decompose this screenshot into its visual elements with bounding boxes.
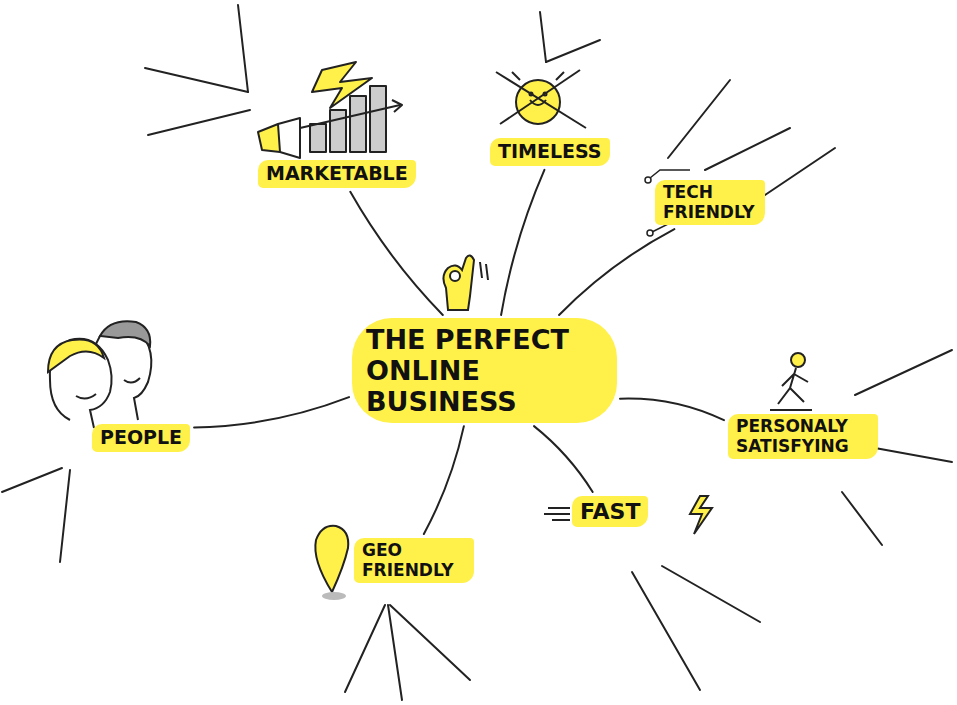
- central-topic: THE PERFECT ONLINE BUSINESS: [352, 318, 617, 423]
- topic-label: TIMELESS: [498, 141, 602, 163]
- topic-label: TECH FRIENDLY: [663, 183, 757, 222]
- branch-line: [534, 426, 593, 492]
- branch-line: [501, 170, 544, 315]
- branch-topic: FAST: [572, 496, 648, 527]
- megaphone-chart: [258, 62, 402, 158]
- person-figure: [770, 353, 812, 410]
- speed-lightning: [544, 496, 712, 534]
- topic-label: GEO FRIENDLY: [362, 541, 466, 580]
- branch-topic: TIMELESS: [490, 138, 610, 166]
- topic-label: THE PERFECT ONLINE BUSINESS: [366, 324, 603, 417]
- branch-topic: PERSONALY SATISFYING: [728, 414, 878, 459]
- branch-line: [424, 426, 464, 534]
- branch-line: [194, 397, 349, 427]
- topic-label: PEOPLE: [100, 427, 182, 449]
- two-heads: [48, 321, 151, 428]
- location-pin: [315, 526, 348, 600]
- branch-topic: MARKETABLE: [258, 160, 416, 188]
- ok-hand: [443, 255, 488, 310]
- branch-topic: GEO FRIENDLY: [354, 538, 474, 583]
- stray-branches: [2, 5, 952, 700]
- branch-line: [620, 398, 724, 420]
- branch-topic: TECH FRIENDLY: [655, 180, 765, 225]
- crossed-clock: [496, 70, 586, 128]
- topic-label: PERSONALY SATISFYING: [736, 417, 870, 456]
- branch-topic: PEOPLE: [92, 424, 190, 452]
- branch-line: [559, 229, 674, 315]
- topic-label: FAST: [580, 499, 640, 524]
- topic-label: MARKETABLE: [266, 163, 408, 185]
- branch-line: [350, 192, 442, 315]
